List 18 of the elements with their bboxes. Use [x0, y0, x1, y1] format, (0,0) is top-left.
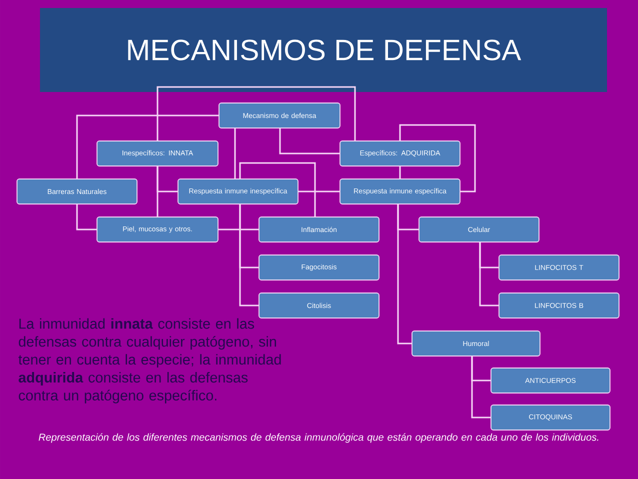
connector-line	[479, 242, 499, 306]
connector-line	[218, 228, 259, 230]
connector-line	[156, 166, 158, 217]
connector-line	[239, 162, 316, 217]
title-band: MECANISMOS DE DEFENSA	[40, 8, 607, 92]
connector-line	[397, 204, 412, 344]
connector-line	[399, 166, 401, 179]
connector-line	[156, 86, 356, 141]
connector-line	[234, 128, 236, 179]
connector-line	[399, 124, 476, 192]
connector-line	[76, 204, 97, 230]
connector-line	[279, 128, 340, 154]
explanation-paragraph: La inmunidad innata consiste en las defensas contra cualquier patógeno, sin tener en cuenta la especie; la inmunidad adquirida consiste en las defensas contra un patógeno específico.	[18, 318, 281, 404]
connector-line	[298, 190, 340, 192]
connector-line	[471, 356, 491, 418]
caption: Representación de los diferentes mecanismos de defensa inmunológica que están operando en cada uno de los individuos.	[38, 433, 598, 443]
connector-line	[239, 204, 259, 306]
connector-line	[76, 114, 219, 179]
